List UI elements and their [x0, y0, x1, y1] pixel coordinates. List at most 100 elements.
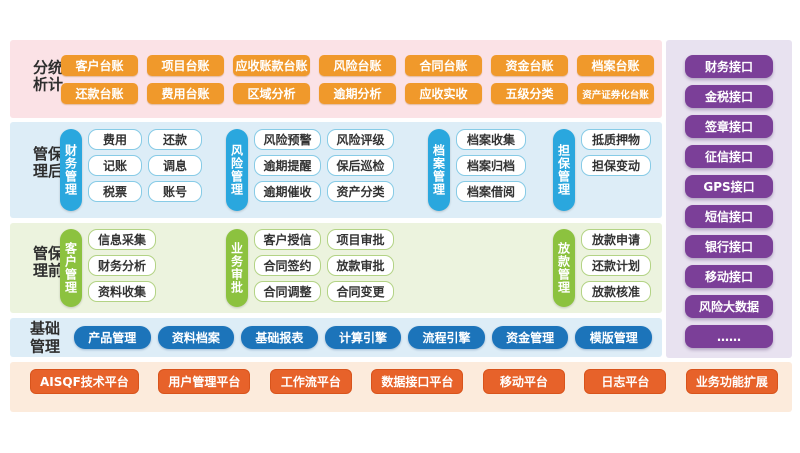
module-block: 逾期催收 — [254, 181, 321, 202]
group-archive-items: 档案收集 档案归档 档案借阅 — [456, 129, 526, 202]
module-block: 税票 — [88, 181, 142, 202]
group-approval-items: 客户授信 项目审批 合同签约 放款审批 合同调整 合同变更 — [254, 229, 394, 302]
interfaces-column: 财务接口 金税接口 签章接口 征信接口 GPS接口 短信接口 银行接口 移动接口… — [666, 55, 792, 348]
pre-loan-band-label: 保前管理 — [31, 245, 64, 280]
module-block: 放款审批 — [327, 255, 394, 276]
module-block: 信息采集 — [88, 229, 156, 250]
module-block: 还款 — [148, 129, 202, 150]
interface-block: 金税接口 — [685, 85, 773, 108]
pre-loan-band: 保前管理 客户管理 信息采集 财务分析 资料收集 业务审批 客户授信 项目审批 … — [10, 223, 662, 313]
interface-block: 签章接口 — [685, 115, 773, 138]
stats-block: 客户台账 — [61, 55, 138, 76]
module-block: 财务分析 — [88, 255, 156, 276]
module-block: 逾期提醒 — [254, 155, 321, 176]
group-finance-items: 费用 还款 记账 调息 税票 账号 — [88, 129, 202, 202]
base-band: 基础管理 产品管理 资料档案 基础报表 计算引擎 流程引擎 资金管理 模版管理 — [10, 318, 662, 357]
interface-block-ellipsis: …… — [685, 325, 773, 348]
interface-block: 风险大数据 — [685, 295, 773, 318]
stats-block: 还款台账 — [61, 83, 138, 104]
platform-block: 业务功能扩展 — [685, 369, 778, 394]
stats-block: 档案台账 — [577, 55, 654, 76]
platform-block: 用户管理平台 — [158, 369, 251, 394]
module-block: 档案归档 — [456, 155, 526, 176]
interface-block: 短信接口 — [685, 205, 773, 228]
module-block: 客户授信 — [254, 229, 321, 250]
group-customer-items: 信息采集 财务分析 资料收集 — [88, 229, 156, 302]
base-block: 产品管理 — [74, 326, 151, 349]
module-block: 合同变更 — [327, 281, 394, 302]
group-risk-pill: 风险管理 — [226, 129, 248, 211]
platform-block: AISQF技术平台 — [30, 369, 139, 394]
group-disbursement-items: 放款申请 还款计划 放款核准 — [581, 229, 651, 302]
interface-block: GPS接口 — [685, 175, 773, 198]
module-block: 账号 — [148, 181, 202, 202]
group-guarantee-pill: 担保管理 — [553, 129, 575, 211]
platform-band: AISQF技术平台 用户管理平台 工作流平台 数据接口平台 移动平台 日志平台 … — [10, 362, 792, 412]
stats-block: 区域分析 — [233, 83, 310, 104]
base-block: 计算引擎 — [324, 326, 402, 349]
group-archive-pill: 档案管理 — [428, 129, 450, 211]
group-risk: 风险管理 风险预警 风险评级 逾期提醒 保后巡检 逾期催收 资产分类 — [226, 129, 394, 211]
interface-block: 征信接口 — [685, 145, 773, 168]
module-block: 保后巡检 — [327, 155, 394, 176]
base-grid: 产品管理 资料档案 基础报表 计算引擎 流程引擎 资金管理 模版管理 — [74, 326, 652, 349]
stats-block: 资产证券化台账 — [577, 83, 654, 104]
platform-row: AISQF技术平台 用户管理平台 工作流平台 数据接口平台 移动平台 日志平台 … — [30, 369, 778, 394]
module-block: 还款计划 — [581, 255, 651, 276]
module-block: 合同调整 — [254, 281, 321, 302]
module-block: 项目审批 — [327, 229, 394, 250]
module-block: 放款核准 — [581, 281, 651, 302]
stats-block: 应收实收 — [405, 83, 482, 104]
module-block: 档案收集 — [456, 129, 526, 150]
base-block: 基础报表 — [241, 326, 318, 349]
stats-block: 项目台账 — [147, 55, 224, 76]
module-block: 档案借阅 — [456, 181, 526, 202]
stats-block: 合同台账 — [405, 55, 482, 76]
stats-grid: 客户台账 项目台账 应收账款台账 风险台账 合同台账 资金台账 档案台账 还款台… — [61, 55, 654, 104]
module-block: 记账 — [88, 155, 142, 176]
base-block: 资料档案 — [157, 326, 235, 349]
base-block: 流程引擎 — [408, 326, 485, 349]
module-block: 放款申请 — [581, 229, 651, 250]
group-guarantee: 担保管理 抵质押物 担保变动 — [553, 129, 651, 211]
module-block: 风险预警 — [254, 129, 321, 150]
post-loan-band-label: 保后管理 — [31, 146, 64, 180]
stats-block: 资金台账 — [491, 55, 568, 76]
group-guarantee-items: 抵质押物 担保变动 — [581, 129, 651, 176]
module-block: 风险评级 — [327, 129, 394, 150]
module-block: 合同签约 — [254, 255, 321, 276]
group-customer-pill: 客户管理 — [60, 229, 82, 307]
module-block: 担保变动 — [581, 155, 651, 176]
group-finance-pill: 财务管理 — [60, 129, 82, 211]
base-block: 资金管理 — [491, 326, 569, 349]
stats-block: 应收账款台账 — [233, 55, 310, 76]
interface-block: 银行接口 — [685, 235, 773, 258]
base-band-label: 基础管理 — [30, 318, 61, 356]
interfaces-band: 财务接口 金税接口 签章接口 征信接口 GPS接口 短信接口 银行接口 移动接口… — [666, 40, 792, 358]
module-block: 抵质押物 — [581, 129, 651, 150]
base-block: 模版管理 — [575, 326, 652, 349]
group-risk-items: 风险预警 风险评级 逾期提醒 保后巡检 逾期催收 资产分类 — [254, 129, 394, 202]
interface-block: 移动接口 — [685, 265, 773, 288]
stats-block: 逾期分析 — [319, 83, 396, 104]
platform-block: 数据接口平台 — [371, 369, 464, 394]
group-disbursement-pill: 放款管理 — [553, 229, 575, 307]
module-block: 资料收集 — [88, 281, 156, 302]
group-archive: 档案管理 档案收集 档案归档 档案借阅 — [428, 129, 526, 211]
stats-band-label: 统计分析 — [31, 59, 64, 94]
module-block: 费用 — [88, 129, 142, 150]
stats-block: 风险台账 — [319, 55, 396, 76]
module-block: 调息 — [148, 155, 202, 176]
group-finance: 财务管理 费用 还款 记账 调息 税票 账号 — [60, 129, 202, 211]
platform-block: 移动平台 — [482, 369, 565, 394]
interface-block: 财务接口 — [685, 55, 773, 78]
stats-block: 五级分类 — [491, 83, 568, 104]
module-block: 资产分类 — [327, 181, 394, 202]
stats-band: 统计分析 客户台账 项目台账 应收账款台账 风险台账 合同台账 资金台账 档案台… — [10, 40, 662, 118]
group-customer: 客户管理 信息采集 财务分析 资料收集 — [60, 229, 156, 307]
group-disbursement: 放款管理 放款申请 还款计划 放款核准 — [553, 229, 651, 307]
platform-block: 日志平台 — [584, 369, 667, 394]
group-approval: 业务审批 客户授信 项目审批 合同签约 放款审批 合同调整 合同变更 — [226, 229, 394, 307]
stats-block: 费用台账 — [147, 83, 224, 104]
